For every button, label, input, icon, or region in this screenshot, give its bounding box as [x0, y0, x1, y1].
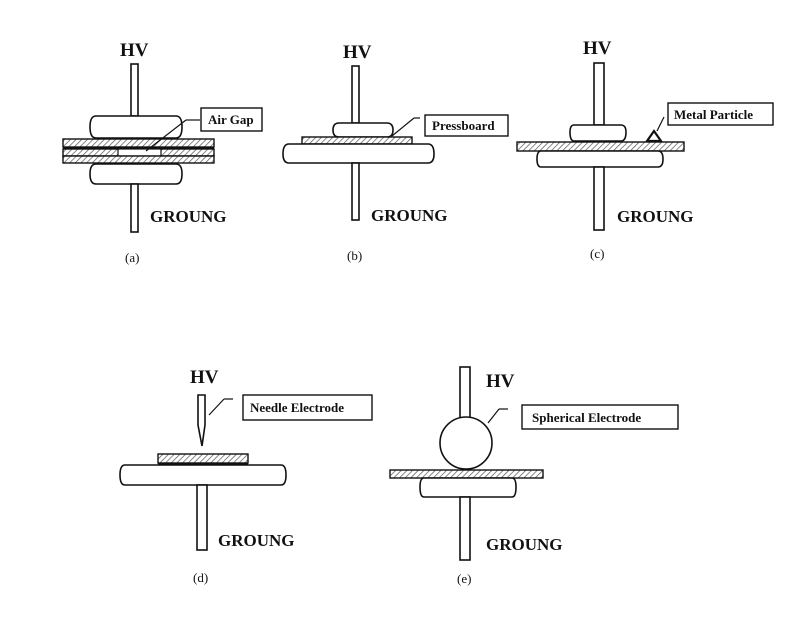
- callout-box: [200, 107, 263, 132]
- pressboard-sample: [389, 469, 544, 479]
- ground-label: GROUNG: [150, 207, 227, 226]
- ground-rod: [459, 496, 471, 561]
- callout-label-air-gap: Air Gap: [208, 112, 254, 127]
- panel-caption: (d): [193, 570, 208, 585]
- callout-leader: [487, 408, 500, 424]
- callout-box: [521, 404, 679, 430]
- hv-label: HV: [583, 38, 612, 59]
- ground-label: GROUNG: [486, 535, 563, 554]
- pressboard-separator: [63, 147, 214, 149]
- panel-a: HV Air Gap GROUNG (a): [62, 40, 263, 265]
- pressboard-sample: [157, 453, 249, 464]
- callout-box: [424, 114, 509, 137]
- pressboard-sample: [301, 136, 413, 145]
- callout-leader: [656, 116, 665, 132]
- lower-plate-electrode: [89, 163, 183, 185]
- callout-label-needle-electrode: Needle Electrode: [250, 400, 344, 415]
- ground-label: GROUNG: [218, 531, 295, 550]
- hv-rod: [459, 366, 471, 420]
- upper-plate-electrode: [332, 122, 394, 138]
- panel-c: HV Metal Particle GROUNG (c): [516, 38, 774, 261]
- spherical-electrode: [439, 416, 493, 470]
- ground-rod: [196, 484, 208, 551]
- ground-label: GROUNG: [617, 207, 694, 226]
- panel-d: HV Needle Electrode GROUNG (d): [119, 367, 373, 585]
- ground-rod: [130, 183, 139, 233]
- ground-rod: [351, 162, 360, 221]
- lower-plate-electrode: [536, 150, 664, 168]
- panel-caption: (c): [590, 246, 604, 261]
- pressboard-top-layer: [62, 138, 215, 148]
- pressboard-bottom-layer: [62, 155, 215, 164]
- ground-label: GROUNG: [371, 206, 448, 225]
- callout-leader: [145, 119, 187, 152]
- callout-label-spherical-electrode: Spherical Electrode: [532, 410, 641, 425]
- upper-plate-electrode: [569, 124, 627, 142]
- lower-plate-electrode: [282, 143, 435, 164]
- metal-particle: [644, 129, 664, 143]
- lower-plate-electrode: [419, 477, 517, 498]
- hv-rod: [351, 65, 360, 124]
- callout-leader: [391, 117, 415, 137]
- callout-label-pressboard: Pressboard: [432, 118, 495, 133]
- hv-label: HV: [120, 40, 149, 61]
- panel-caption: (b): [347, 248, 362, 263]
- panel-b: HV Pressboard GROUNG (b): [282, 42, 509, 263]
- air-gap-void: [117, 148, 162, 157]
- hv-rod: [593, 62, 605, 126]
- panel-caption: (a): [125, 250, 139, 265]
- pressboard-edge: [158, 463, 248, 465]
- hv-label: HV: [486, 371, 515, 392]
- pressboard-sample: [516, 141, 685, 152]
- hv-rod: [130, 63, 139, 117]
- ground-rod: [593, 166, 605, 231]
- hv-label: HV: [190, 367, 219, 388]
- callout-leader: [208, 398, 225, 416]
- callout-box: [242, 394, 373, 421]
- panel-caption: (e): [457, 571, 471, 586]
- upper-plate-electrode: [89, 115, 183, 139]
- callout-box: [667, 102, 774, 126]
- needle-electrode: [197, 394, 206, 447]
- hv-label: HV: [343, 42, 372, 63]
- lower-plate-electrode: [119, 464, 287, 486]
- panel-e: HV Spherical Electrode GROUNG (e): [389, 366, 679, 586]
- callout-label-metal-particle: Metal Particle: [674, 107, 753, 122]
